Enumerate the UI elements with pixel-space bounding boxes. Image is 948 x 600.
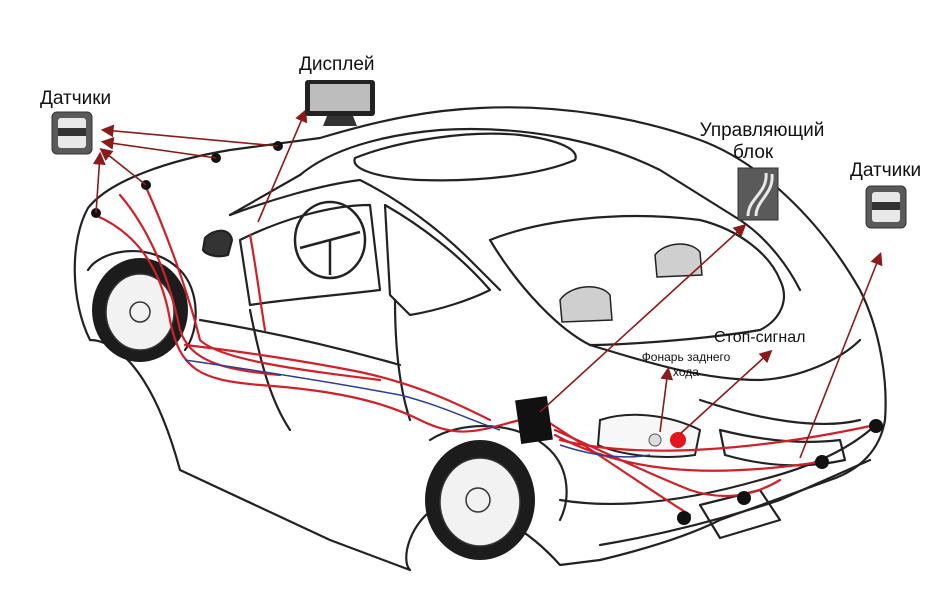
front-wheel — [92, 258, 188, 362]
arrows — [92, 109, 883, 459]
wiring-blue — [184, 359, 651, 458]
seats — [559, 243, 703, 323]
label-sensors-right: Датчики — [850, 160, 922, 181]
label-control-unit: Управляющий блок — [697, 120, 827, 164]
display-icon — [305, 80, 375, 126]
reverse-light-lamp — [648, 433, 662, 447]
brake-light-lamp — [670, 432, 686, 448]
control-unit-icon — [737, 167, 779, 221]
label-display: Дисплей — [299, 54, 375, 75]
label-reverse-light-line2: хода — [673, 365, 699, 379]
steering-wheel — [293, 200, 367, 280]
label-reverse-light: Фонарь заднего хода — [636, 350, 736, 380]
car-body — [73, 106, 887, 572]
sensor-icon — [51, 111, 93, 155]
rear-sensors — [677, 419, 883, 525]
label-reverse-light-line1: Фонарь заднего — [641, 350, 731, 364]
label-brake-light: Стоп-сигнал — [714, 329, 806, 346]
label-control-unit-line2: блок — [733, 142, 774, 163]
tail-light — [596, 413, 702, 458]
wiring — [93, 183, 877, 517]
label-sensors-left: Датчики — [40, 88, 112, 109]
sensor-icon — [865, 185, 907, 229]
rear-wheel — [425, 440, 535, 560]
mounted-control-unit — [515, 395, 553, 445]
label-control-unit-line1: Управляющий — [699, 120, 825, 141]
